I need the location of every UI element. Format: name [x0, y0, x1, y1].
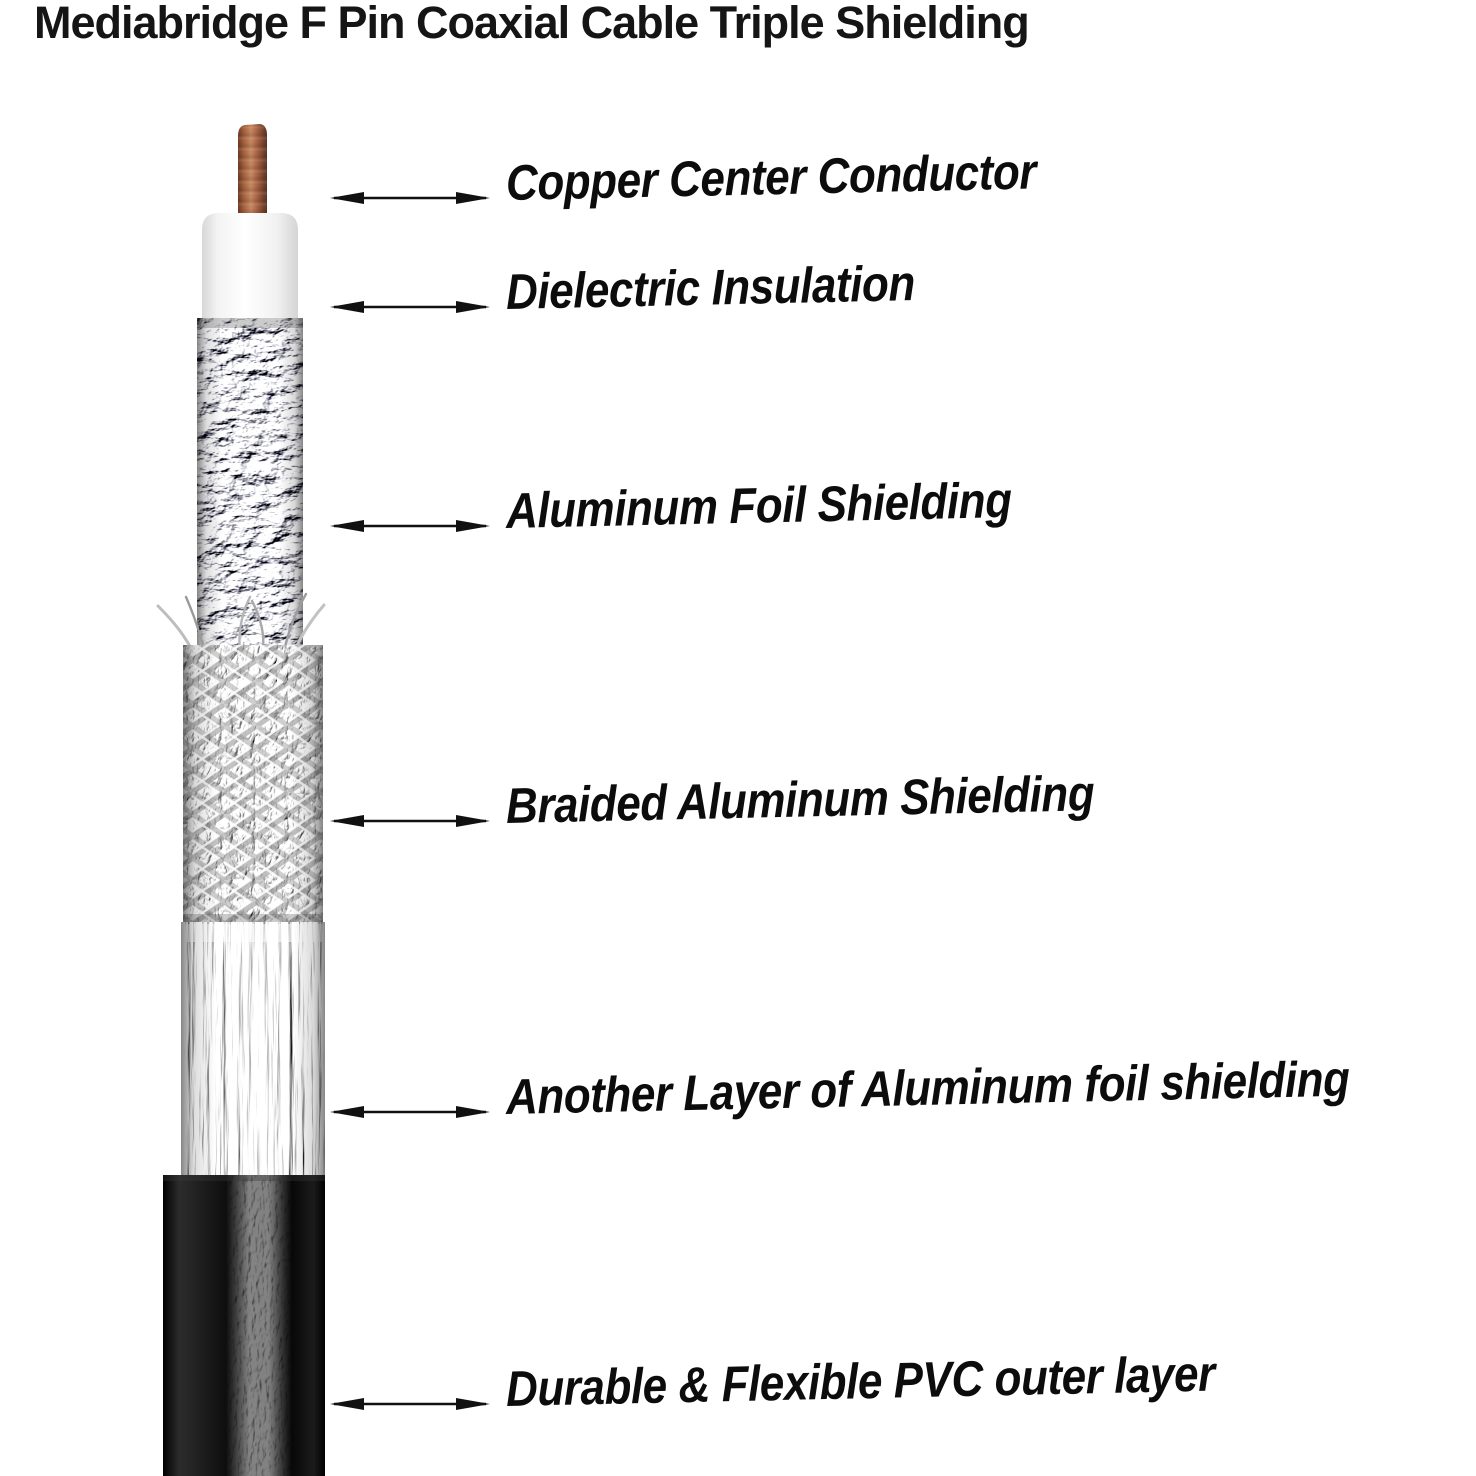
- double-headed-arrow-icon: [330, 1398, 490, 1410]
- label-braided-aluminum-shielding: Braided Aluminum Shielding: [505, 765, 1095, 834]
- pvc-jacket-layer: [163, 1175, 325, 1476]
- double-headed-arrow-icon: [330, 520, 490, 532]
- diagram-title: Mediabridge F Pin Coaxial Cable Triple S…: [34, 0, 1030, 48]
- copper-conductor-layer: [238, 124, 267, 218]
- double-headed-arrow-icon: [330, 1106, 490, 1118]
- label-copper-center-conductor: Copper Center Conductor: [505, 143, 1037, 211]
- label-aluminum-foil-shielding: Aluminum Foil Shielding: [505, 471, 1013, 539]
- foil-shield-layer: [197, 318, 303, 652]
- dielectric-layer: [202, 213, 298, 322]
- foil2-shield-layer: [181, 922, 325, 1178]
- coaxial-cable-illustration: [156, 124, 326, 1476]
- label-dielectric-insulation: Dielectric Insulation: [505, 255, 916, 320]
- label-pvc-outer-layer: Durable & Flexible PVC outer layer: [505, 1345, 1216, 1417]
- label-another-foil-layer: Another Layer of Aluminum foil shielding: [505, 1050, 1351, 1125]
- double-headed-arrow-icon: [330, 301, 490, 313]
- double-headed-arrow-icon: [330, 815, 490, 827]
- braid-shield-layer: [183, 645, 323, 928]
- double-headed-arrow-icon: [330, 192, 490, 204]
